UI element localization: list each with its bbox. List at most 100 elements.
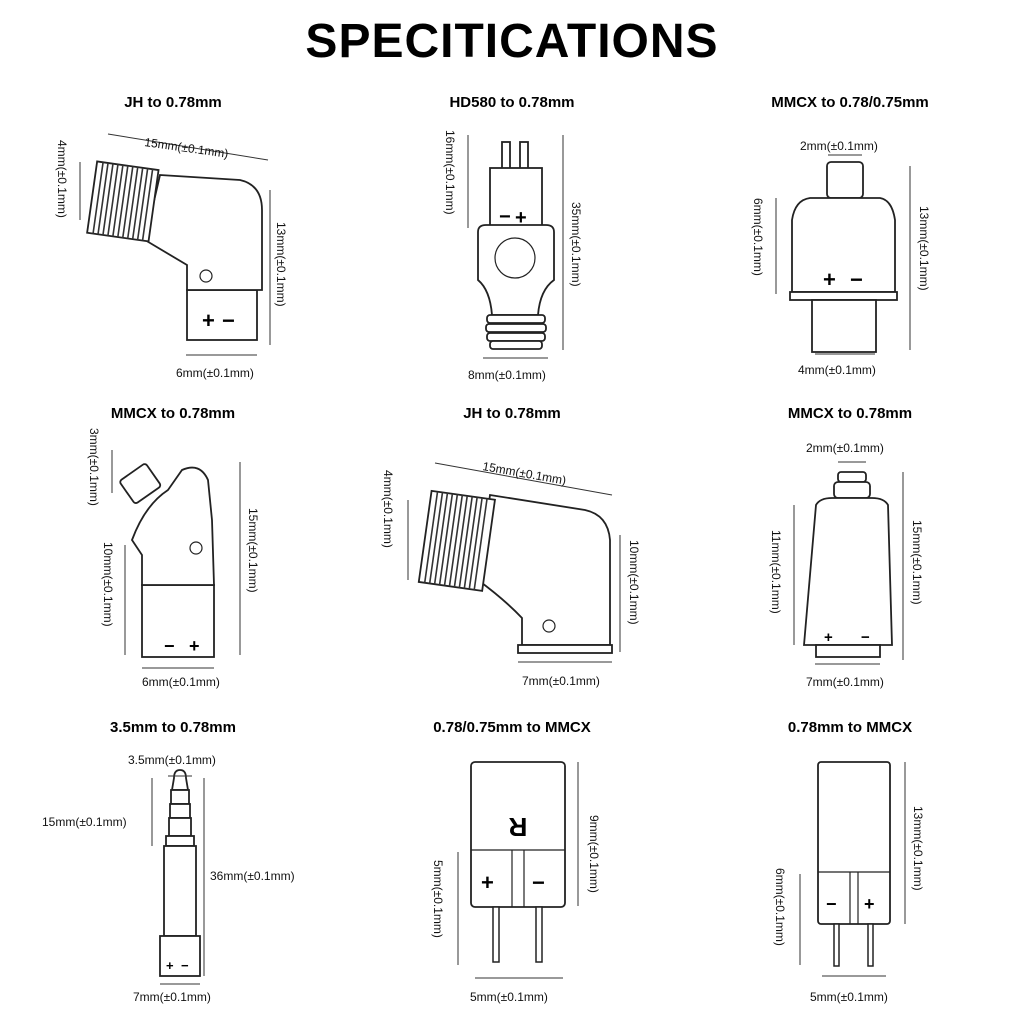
- pin-block: [811, 299, 877, 353]
- dimension-label: 2mm(±0.1mm): [806, 441, 884, 455]
- dimension-label: 36mm(±0.1mm): [210, 869, 295, 883]
- indicator-dot: [542, 619, 556, 633]
- plug-collar: [165, 835, 195, 847]
- hd580-adapter-diagram: − + 16mm(±0.1mm) 35mm(±0.1mm) 8mm(±0.1mm…: [443, 130, 583, 382]
- dimension-line: [434, 462, 613, 496]
- dimension-label: 6mm(±0.1mm): [751, 198, 765, 276]
- dimension-label: 15mm(±0.1mm): [144, 135, 230, 161]
- pin: [867, 923, 874, 967]
- mmcx-plug: [826, 161, 864, 199]
- cell-title-078-075-to-mmcx: 0.78/0.75mm to MMCX: [433, 719, 591, 736]
- base-plate: [517, 644, 613, 654]
- polarity-sign: −: [164, 636, 175, 656]
- adapter-body: [817, 761, 891, 925]
- dimension-label: 6mm(±0.1mm): [176, 366, 254, 380]
- pin: [492, 906, 500, 963]
- plug-ring: [170, 789, 190, 805]
- dimension-label: 5mm(±0.1mm): [470, 990, 548, 1004]
- dimension-label: 5mm(±0.1mm): [431, 860, 445, 938]
- dimension-label: 4mm(±0.1mm): [381, 470, 395, 548]
- cell-title-mmcx-to-078-straight: MMCX to 0.78mm: [787, 405, 913, 422]
- pin: [833, 923, 840, 967]
- polarity-sign: −: [861, 629, 870, 646]
- dimension-label: 6mm(±0.1mm): [773, 868, 787, 946]
- page-title: SPECITICATIONS: [305, 15, 719, 68]
- dimension-label: 10mm(±0.1mm): [627, 540, 641, 625]
- mmcx-plug: [119, 463, 162, 504]
- dimension-label: 15mm(±0.1mm): [42, 815, 127, 829]
- dimension-label: 15mm(±0.1mm): [910, 520, 924, 605]
- jh-adapter-second-diagram: 15mm(±0.1mm) 4mm(±0.1mm) 10mm(±0.1mm) 7m…: [381, 459, 641, 688]
- release-button: [494, 237, 536, 279]
- polarity-sign: −: [222, 308, 235, 333]
- dimension-label: 16mm(±0.1mm): [443, 130, 457, 215]
- polarity-sign: −: [532, 870, 545, 895]
- polarity-sign: +: [864, 894, 875, 914]
- plug-housing: [477, 224, 555, 316]
- dimension-label: 13mm(±0.1mm): [274, 222, 288, 307]
- polarity-sign: −: [499, 206, 511, 228]
- 35mm-adapter-diagram: + − 3.5mm(±0.1mm) 15mm(±0.1mm) 36mm(±0.1…: [42, 753, 295, 1004]
- polarity-sign: +: [824, 629, 833, 646]
- polarity-sign: +: [189, 636, 200, 656]
- adapter-body: [803, 497, 893, 646]
- angled-housing: [143, 174, 263, 291]
- body-flange: [789, 291, 898, 301]
- 078-to-mmcx-second-diagram: − + 13mm(±0.1mm) 6mm(±0.1mm) 5mm(±0.1mm): [773, 761, 925, 1004]
- plug-body: [163, 845, 197, 937]
- cell-title-35mm-to-078: 3.5mm to 0.78mm: [110, 719, 236, 736]
- dimension-line: [107, 133, 269, 161]
- pin: [535, 906, 543, 963]
- adapter-body: [791, 197, 896, 293]
- 078-to-mmcx-adapter-diagram: R + − 9mm(±0.1mm) 5mm(±0.1mm) 5mm(±0.1mm…: [431, 761, 601, 1004]
- angled-housing: [130, 466, 215, 586]
- dimension-label: 4mm(±0.1mm): [55, 140, 69, 218]
- dimension-label: 7mm(±0.1mm): [806, 675, 884, 689]
- dimension-label: 5mm(±0.1mm): [810, 990, 888, 1004]
- indicator-dot: [189, 541, 203, 555]
- dimension-label: 11mm(±0.1mm): [769, 530, 783, 614]
- grip-ring: [486, 332, 546, 342]
- plug-head: [489, 167, 543, 227]
- channel-marking: R: [508, 812, 527, 842]
- cell-title-jh-to-078-second: JH to 0.78mm: [463, 405, 561, 422]
- dimension-label: 35mm(±0.1mm): [569, 202, 583, 287]
- mmcx-tip: [837, 471, 867, 483]
- cell-title-078-to-mmcx: 0.78mm to MMCX: [787, 719, 913, 736]
- dimension-label: 7mm(±0.1mm): [133, 990, 211, 1004]
- pin-block: [141, 584, 215, 658]
- polarity-sign: +: [481, 870, 494, 895]
- grip-ring: [485, 323, 547, 333]
- mmcx-angled-adapter-diagram: − + 3mm(±0.1mm) 10mm(±0.1mm) 15mm(±0.1mm…: [87, 428, 260, 689]
- polarity-sign: +: [202, 308, 215, 333]
- dimension-label: 13mm(±0.1mm): [917, 206, 931, 291]
- pin-block: [159, 935, 201, 977]
- dimension-label: 10mm(±0.1mm): [101, 542, 115, 627]
- grip-ring: [486, 314, 546, 324]
- plug-tip: [170, 769, 190, 791]
- cell-title-jh-to-078: JH to 0.78mm: [124, 94, 222, 111]
- plug-sleeve: [168, 817, 192, 837]
- indicator-dot: [199, 269, 213, 283]
- dimension-label: 3mm(±0.1mm): [87, 428, 101, 506]
- mmcx-adapter-diagram: + − 2mm(±0.1mm) 6mm(±0.1mm) 13mm(±0.1mm)…: [751, 139, 931, 377]
- dimension-label: 9mm(±0.1mm): [587, 815, 601, 893]
- polarity-sign: +: [823, 267, 836, 292]
- pin-block: [815, 644, 881, 658]
- polarity-sign: −: [826, 894, 837, 914]
- dimension-label: 13mm(±0.1mm): [911, 806, 925, 891]
- mmcx-straight-adapter-diagram: + − 2mm(±0.1mm) 11mm(±0.1mm) 15mm(±0.1mm…: [769, 441, 924, 689]
- dimension-label: 2mm(±0.1mm): [800, 139, 878, 153]
- dimension-label: 8mm(±0.1mm): [468, 368, 546, 382]
- cell-title-hd580-to-078: HD580 to 0.78mm: [449, 94, 575, 111]
- grip-ring: [489, 340, 543, 350]
- polarity-sign: −: [850, 267, 863, 292]
- cell-title-mmcx-to-078-angled: MMCX to 0.78mm: [110, 405, 236, 422]
- dimension-label: 4mm(±0.1mm): [798, 363, 876, 377]
- polarity-sign: −: [181, 958, 189, 973]
- dimension-label: 6mm(±0.1mm): [142, 675, 220, 689]
- polarity-sign: +: [515, 207, 527, 229]
- dimension-label: 3.5mm(±0.1mm): [128, 753, 216, 767]
- dimension-label: 7mm(±0.1mm): [522, 674, 600, 688]
